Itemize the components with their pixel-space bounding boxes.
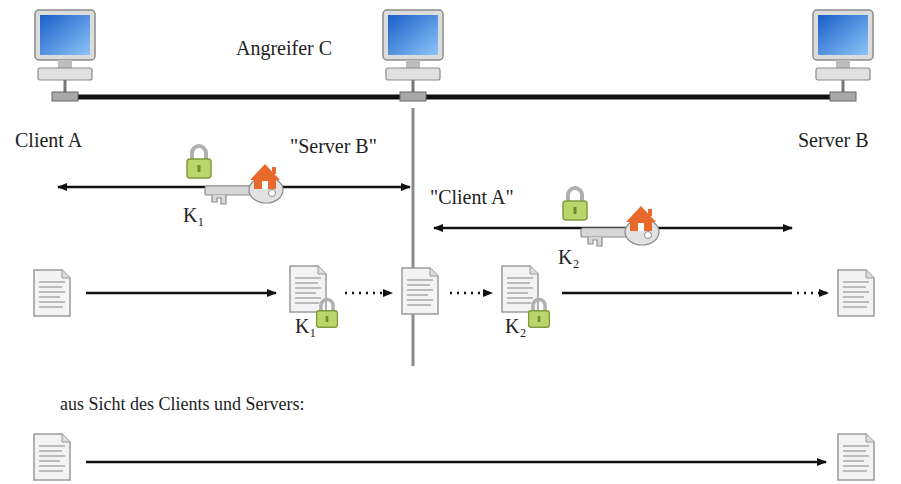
- diagram-label: K₂: [558, 245, 579, 269]
- diagram-label: "Server B": [290, 134, 377, 158]
- computer-label: Angreifer C: [236, 36, 332, 60]
- diagram-label: K₁: [295, 314, 316, 338]
- computer-node: Server B: [808, 8, 878, 103]
- diagram-label: K₁: [183, 203, 204, 227]
- computer-icon: [378, 8, 448, 103]
- computer-node: Angreifer C: [378, 8, 448, 103]
- computer-icon: [30, 8, 100, 103]
- computer-label: Server B: [798, 128, 869, 152]
- diagram-label: "Client A": [430, 185, 514, 209]
- computer-label: Client A: [15, 128, 82, 152]
- diagram-label: K₂: [505, 314, 526, 338]
- computer-icon: [808, 8, 878, 103]
- diagram-label: aus Sicht des Clients und Servers:: [60, 392, 304, 416]
- network-cable: [78, 95, 400, 100]
- network-cable: [426, 95, 830, 100]
- computer-node: Client A: [30, 8, 100, 103]
